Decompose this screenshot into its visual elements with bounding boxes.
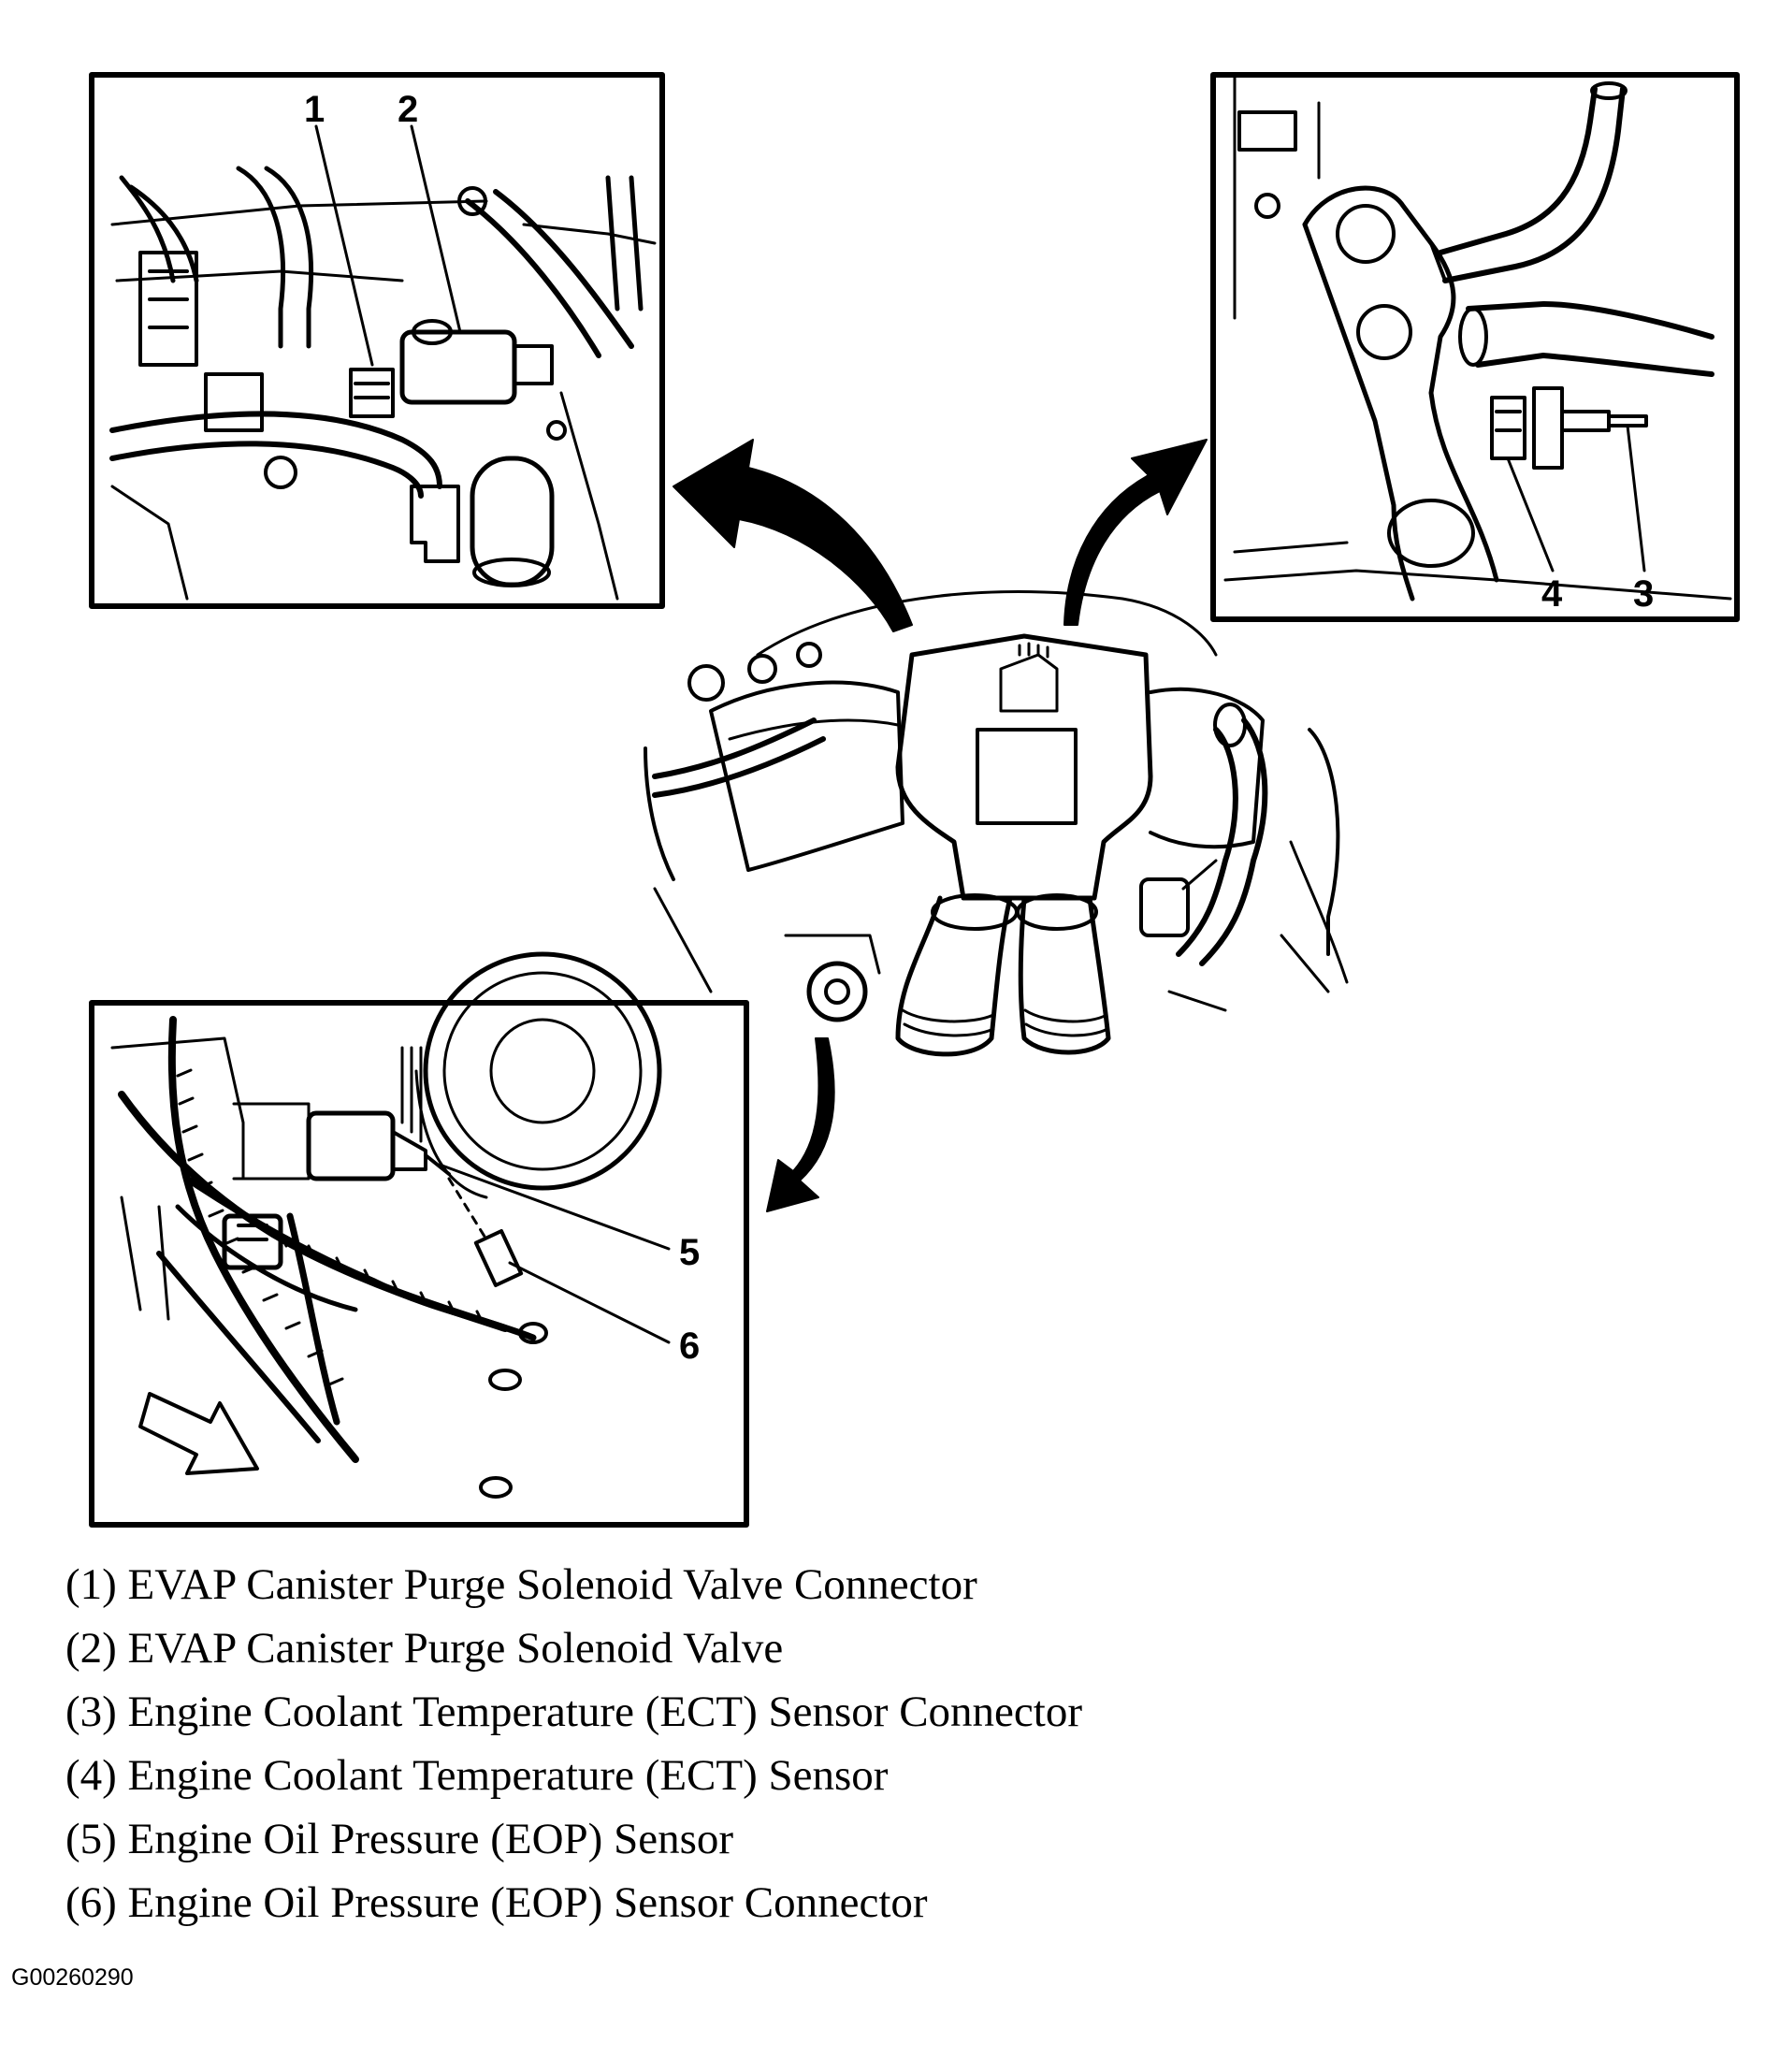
legend-item-5: (5) Engine Oil Pressure (EOP) Sensor	[65, 1815, 734, 1863]
legend-item-2: (2) EVAP Canister Purge Solenoid Valve	[65, 1624, 784, 1673]
engine-overview	[644, 590, 1349, 1057]
forward-direction-arrow-icon	[138, 1392, 259, 1475]
callout-5: 5	[679, 1232, 700, 1273]
leader-line-3	[1626, 424, 1646, 572]
legend-item-6: (6) Engine Oil Pressure (EOP) Sensor Con…	[65, 1878, 928, 1927]
arrow-to-ect-inset-icon	[1063, 439, 1208, 626]
legend-item-4: (4) Engine Coolant Temperature (ECT) Sen…	[65, 1751, 889, 1800]
leader-line-2	[410, 124, 462, 334]
inset-ect-sensor	[1210, 72, 1740, 622]
callout-4: 4	[1541, 573, 1563, 615]
callout-2: 2	[398, 89, 418, 130]
figure-id: G00260290	[11, 1964, 134, 1991]
component-legend: (1) EVAP Canister Purge Solenoid Valve C…	[65, 1553, 1562, 1934]
inset-frame-ect	[1210, 72, 1740, 622]
callout-1: 1	[304, 89, 325, 130]
callout-6: 6	[679, 1326, 700, 1367]
leader-line-5	[438, 1163, 671, 1251]
pointer-arrows	[673, 439, 1208, 1212]
inset-frame-evap	[89, 72, 665, 609]
inset-frame-eop	[89, 1000, 749, 1528]
inset-eop-sensor	[89, 951, 749, 1528]
legend-item-1: (1) EVAP Canister Purge Solenoid Valve C…	[65, 1560, 977, 1609]
inset-evap-purge-solenoid	[89, 72, 665, 609]
arrow-to-eop-inset-icon	[766, 1037, 835, 1212]
callout-3: 3	[1633, 573, 1654, 615]
leader-line-6	[508, 1261, 671, 1344]
leader-line-4	[1506, 456, 1555, 572]
legend-item-3: (3) Engine Coolant Temperature (ECT) Sen…	[65, 1688, 1082, 1736]
arrow-to-evap-inset-icon	[673, 439, 913, 632]
leader-line-1	[314, 124, 374, 367]
